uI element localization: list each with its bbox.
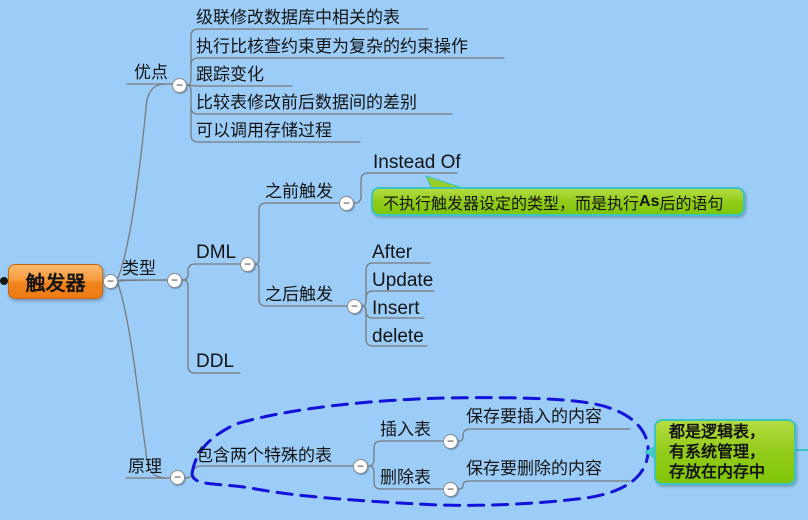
minus-glyph: −	[356, 458, 364, 473]
node-principle[interactable]: 原理	[128, 457, 162, 476]
branch-line	[190, 57, 505, 66]
branch-line	[368, 440, 444, 467]
node-ddl[interactable]: DDL	[196, 351, 235, 372]
node-dml[interactable]: DML	[196, 242, 237, 263]
branch-line	[458, 480, 631, 490]
node-types[interactable]: 类型	[122, 259, 156, 278]
branch-line	[182, 263, 241, 281]
node-before-trigger[interactable]: 之前触发	[265, 182, 333, 201]
branch-line	[185, 465, 354, 479]
collapse-minus-icon[interactable]: −	[353, 459, 368, 474]
collapse-minus-icon[interactable]: −	[443, 434, 458, 449]
branch-lines	[117, 28, 631, 490]
collapse-minus-icon[interactable]: −	[339, 196, 354, 211]
branch-line	[182, 279, 241, 374]
node-adv-item-2[interactable]: 执行比核查约束更为复杂的约束操作	[196, 37, 468, 56]
branch-line	[365, 290, 435, 299]
node-adv-item-1[interactable]: 级联修改数据库中相关的表	[196, 8, 400, 27]
branch-line	[255, 202, 340, 265]
node-two-special-tables[interactable]: 包含两个特殊的表	[196, 446, 332, 465]
minus-glyph: −	[170, 272, 178, 287]
branch-line	[117, 283, 167, 479]
node-instead-of[interactable]: Instead Of	[373, 152, 461, 173]
branch-line	[368, 465, 444, 490]
node-adv-item-3[interactable]: 跟踪变化	[196, 65, 264, 84]
node-delete[interactable]: delete	[372, 326, 424, 347]
node-insert-table[interactable]: 插入表	[380, 420, 431, 439]
minus-glyph: −	[175, 77, 183, 92]
collapse-minus-icon[interactable]: −	[443, 482, 458, 497]
node-delete-desc[interactable]: 保存要删除的内容	[466, 459, 602, 478]
node-update[interactable]: Update	[372, 270, 434, 291]
collapse-minus-icon[interactable]: −	[170, 470, 185, 485]
minus-glyph: −	[106, 273, 114, 288]
node-root[interactable]: 触发器	[8, 264, 103, 299]
collapse-minus-icon[interactable]: −	[347, 299, 362, 314]
collapse-minus-icon[interactable]: −	[167, 273, 182, 288]
callout-note-line: 都是逻辑表，	[669, 424, 766, 441]
callout-note-text: 不执行触发器设定的类型，而是执行	[383, 195, 640, 213]
node-insert[interactable]: Insert	[372, 298, 420, 319]
callout-note-line: 有系统管理，	[669, 444, 766, 461]
branch-line	[362, 262, 431, 307]
branch-line	[362, 305, 428, 347]
minus-glyph: −	[350, 298, 358, 313]
callout-note-text: 后的语句	[659, 195, 724, 213]
branch-line	[255, 263, 348, 307]
minus-glyph: −	[446, 481, 454, 496]
node-after[interactable]: After	[372, 242, 413, 263]
node-after-trigger[interactable]: 之后触发	[265, 285, 333, 304]
node-advantages[interactable]: 优点	[134, 63, 168, 82]
callout-note-line: 存放在内存中	[669, 464, 766, 481]
node-insert-desc[interactable]: 保存要插入的内容	[466, 407, 602, 426]
anchor-dot-icon	[0, 277, 8, 285]
minus-glyph: −	[446, 433, 454, 448]
collapse-minus-icon[interactable]: −	[172, 78, 187, 93]
branch-line	[458, 428, 631, 442]
collapse-minus-icon[interactable]: −	[240, 257, 255, 272]
node-adv-item-4[interactable]: 比较表修改前后数据间的差别	[196, 93, 417, 112]
callout-logical-tables-note[interactable]: 都是逻辑表， 有系统管理， 存放在内存中	[654, 419, 796, 485]
minus-glyph: −	[243, 256, 251, 271]
minus-glyph: −	[342, 195, 350, 210]
node-delete-table[interactable]: 删除表	[380, 468, 431, 487]
branch-line	[187, 84, 361, 143]
callout-note-emphasis: As	[639, 192, 660, 210]
minus-glyph: −	[173, 469, 181, 484]
branch-line	[187, 28, 429, 86]
branch-line	[354, 172, 458, 204]
branch-line	[117, 83, 167, 279]
collapse-minus-icon[interactable]: −	[103, 274, 118, 289]
root-label: 触发器	[25, 273, 86, 295]
node-adv-item-5[interactable]: 可以调用存储过程	[196, 121, 332, 140]
